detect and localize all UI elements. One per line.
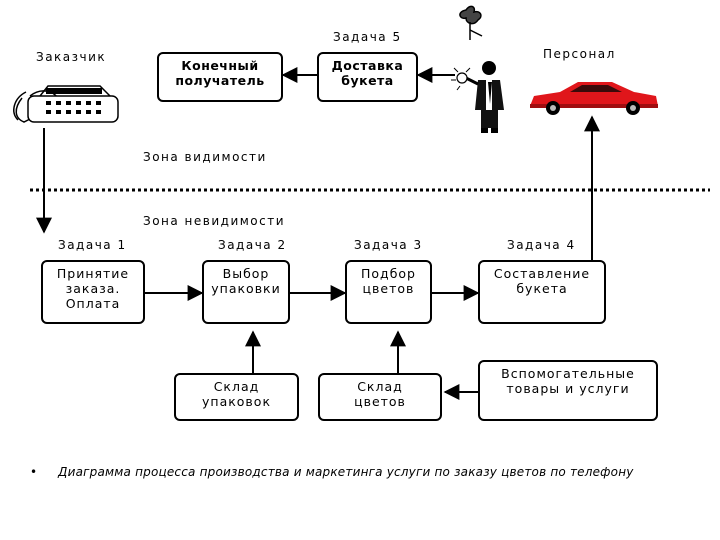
flower-stock-box: Склад цветов — [318, 373, 442, 421]
packaging-box: Выбор упаковки — [202, 260, 290, 324]
caption-text: Диаграмма процесса производства и маркет… — [58, 465, 634, 479]
caption-bullet: • — [30, 465, 38, 479]
flow-arrows — [36, 67, 600, 400]
packaging-stock-box: Склад упаковок — [174, 373, 299, 421]
task5-label: Задача 5 — [333, 30, 402, 44]
telephone-icon — [13, 85, 119, 123]
final-recipient-box: Конечный получатель — [157, 52, 283, 102]
flower-selection-box: Подбор цветов — [345, 260, 432, 324]
bouquet-assembly-box: Составление букета — [478, 260, 606, 324]
diagram-canvas — [13, 5, 710, 400]
delivery-box: Доставка букета — [317, 52, 418, 102]
customer-label: Заказчик — [36, 50, 107, 64]
task3-label: Задача 3 — [354, 238, 423, 252]
task2-label: Задача 2 — [218, 238, 287, 252]
task4-label: Задача 4 — [507, 238, 576, 252]
task1-label: Задача 1 — [58, 238, 127, 252]
red-car-icon — [530, 82, 658, 115]
order-box: Принятие заказа. Оплата — [41, 260, 145, 324]
caption: • Диаграмма процесса производства и марке… — [30, 465, 710, 479]
staff-label: Персонал — [543, 47, 616, 61]
invisible-zone-label: Зона невидимости — [143, 214, 286, 228]
auxiliary-goods-box: Вспомогательные товары и услуги — [478, 360, 658, 421]
visible-zone-label: Зона видимости — [143, 150, 267, 164]
courier-person-icon — [451, 5, 504, 133]
